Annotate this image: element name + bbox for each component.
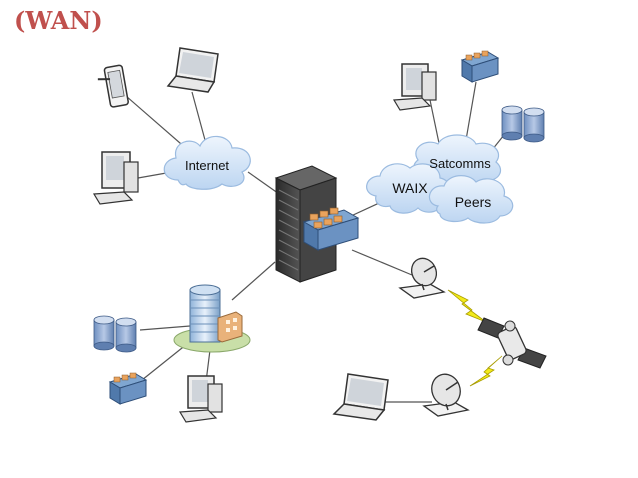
satcomms-cloud-label: Satcomms [429, 156, 491, 171]
satellite-dish-icon [398, 257, 446, 299]
link-server-dish [351, 249, 413, 276]
page-title: (WAN) [14, 6, 103, 35]
network-switch-icon [460, 50, 500, 83]
link-switch-satcomms [465, 81, 477, 141]
network-switch-icon [302, 207, 360, 251]
waix-cloud-label: WAIX [392, 180, 428, 196]
internet-cloud: Internet [163, 135, 251, 190]
office-building-icon [173, 284, 251, 353]
database-storage-icon [93, 315, 137, 353]
internet-cloud-label: Internet [185, 158, 229, 173]
link-desktop-satcomms [429, 99, 441, 149]
network-switch-icon [108, 372, 148, 405]
database-storage-icon [501, 105, 545, 143]
desktop-computer-icon [178, 375, 223, 423]
wan-cloud-cluster: Satcomms WAIX Peers [366, 134, 514, 224]
link-laptop-internet [191, 91, 206, 141]
laptop-icon [166, 47, 219, 93]
desktop-computer-icon [392, 63, 437, 111]
desktop-computer-icon [92, 151, 139, 205]
satellite-dish-icon [422, 373, 470, 417]
peers-cloud [428, 175, 514, 224]
peers-cloud-label: Peers [455, 194, 492, 210]
mobile-phone-icon [97, 64, 129, 108]
laptop-icon [332, 373, 389, 421]
satellite-icon [477, 317, 547, 369]
lightning-icon [447, 289, 487, 323]
link-server-building [231, 261, 276, 301]
lightning-icon [469, 355, 503, 387]
link-storage-building [139, 325, 191, 331]
link-mobile-internet [125, 95, 189, 151]
